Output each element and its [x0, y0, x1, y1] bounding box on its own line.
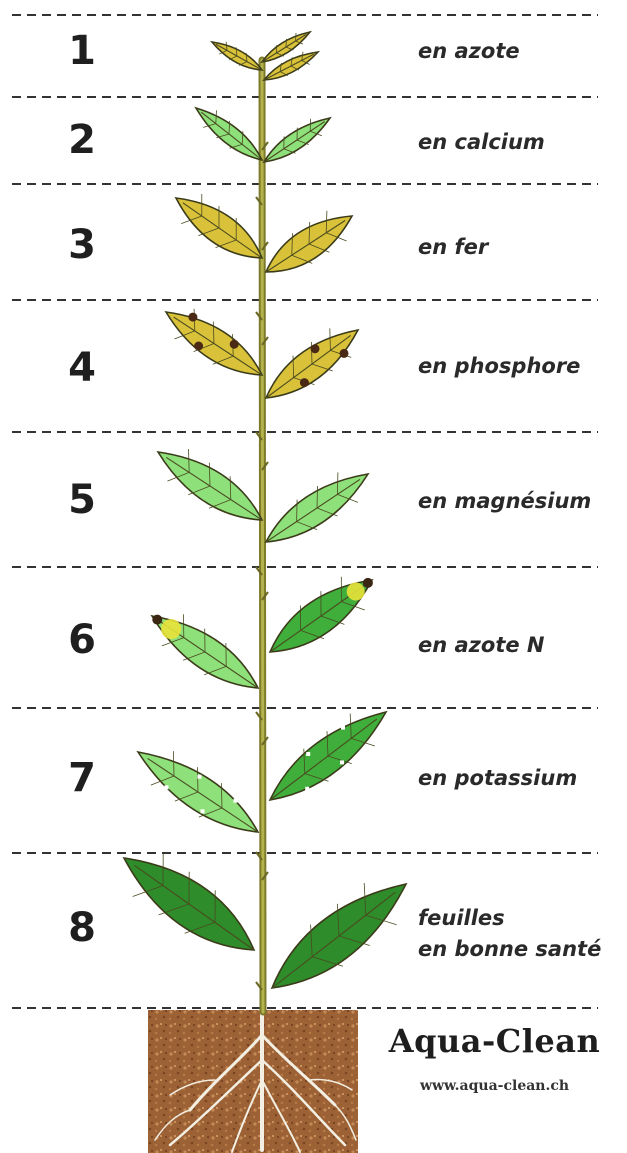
leaf-row-6	[152, 614, 258, 688]
leaf-spot	[234, 799, 238, 803]
row-number: 7	[52, 755, 112, 801]
leaf-spot	[165, 785, 169, 789]
deficiency-label: en potassium	[418, 763, 577, 793]
row-number: 2	[52, 117, 112, 163]
leaf-midrib	[272, 892, 395, 988]
leaf-spot	[230, 340, 239, 349]
leaf-row-3	[176, 194, 262, 258]
leaf-spot	[194, 342, 203, 351]
leaf-midrib	[134, 865, 254, 950]
leaf-spot	[340, 349, 349, 358]
leaf-midrib	[148, 758, 258, 832]
deficiency-label: en azote	[418, 36, 520, 66]
leaf-spot	[300, 378, 309, 387]
brand-url: www.aqua-clean.ch	[372, 1078, 617, 1094]
leaf-row-1	[212, 42, 262, 70]
brand-name: Aqua-Clean	[372, 1022, 617, 1060]
healthy-label-line2: en bonne santé	[418, 934, 601, 964]
leaf-midrib	[183, 203, 262, 258]
leaf-midrib	[166, 457, 262, 520]
leaf-row-7	[138, 751, 258, 832]
row-number: 8	[52, 905, 112, 951]
leaf-row-4	[166, 309, 262, 375]
leaf-vein	[317, 486, 318, 508]
leaf-spot	[340, 760, 344, 764]
soil-block	[148, 1010, 358, 1153]
leaf-midrib	[266, 479, 360, 542]
leaf-spot	[306, 752, 310, 756]
leaf-midrib	[266, 335, 351, 398]
leaf-midrib	[201, 112, 262, 160]
leaf-yellowing	[161, 619, 181, 639]
row-number: 5	[52, 477, 112, 523]
leaf-midrib	[216, 44, 262, 70]
deficiency-label: en calcium	[418, 127, 545, 157]
leaf-spot	[371, 737, 375, 741]
leaf-spot	[188, 313, 197, 322]
leaf-row-7	[270, 712, 386, 800]
leaf-spot	[198, 775, 202, 779]
row-number: 6	[52, 617, 112, 663]
leaf-spot	[165, 753, 169, 757]
leaf-spot	[201, 809, 205, 813]
leaf-row-2	[196, 108, 262, 160]
leaf-row-5	[266, 472, 368, 542]
leaf-row-5	[158, 449, 262, 520]
deficiency-label: en fer	[418, 232, 488, 262]
row-number: 1	[52, 28, 112, 74]
leaf-spot	[311, 344, 320, 353]
deficiency-label: en azote N	[418, 630, 545, 660]
leaf-spot	[305, 787, 309, 791]
row-number: 3	[52, 222, 112, 268]
deficiency-label: en phosphore	[418, 351, 580, 381]
leaf-row-8	[124, 853, 254, 950]
leaf-midrib	[174, 317, 262, 375]
leaf-yellowing	[347, 583, 365, 601]
leaf-row-4	[266, 328, 358, 398]
leaf-row-8	[272, 883, 406, 988]
row-number: 4	[52, 345, 112, 391]
leaf-row-2	[264, 118, 330, 162]
leaf-midrib	[264, 122, 325, 162]
leaf-vein	[297, 500, 298, 522]
leaf-burn	[152, 615, 162, 625]
leaf-row-6	[270, 577, 373, 652]
deficiency-label: en magnésium	[418, 486, 591, 516]
leaf-spot	[341, 726, 345, 730]
leaf-midrib	[270, 719, 377, 800]
healthy-label-line1: feuilles	[418, 903, 505, 933]
leaf-burn	[363, 578, 373, 588]
leaf-vein	[337, 472, 338, 494]
stem	[262, 60, 263, 1012]
leaf-row-3	[266, 211, 352, 272]
